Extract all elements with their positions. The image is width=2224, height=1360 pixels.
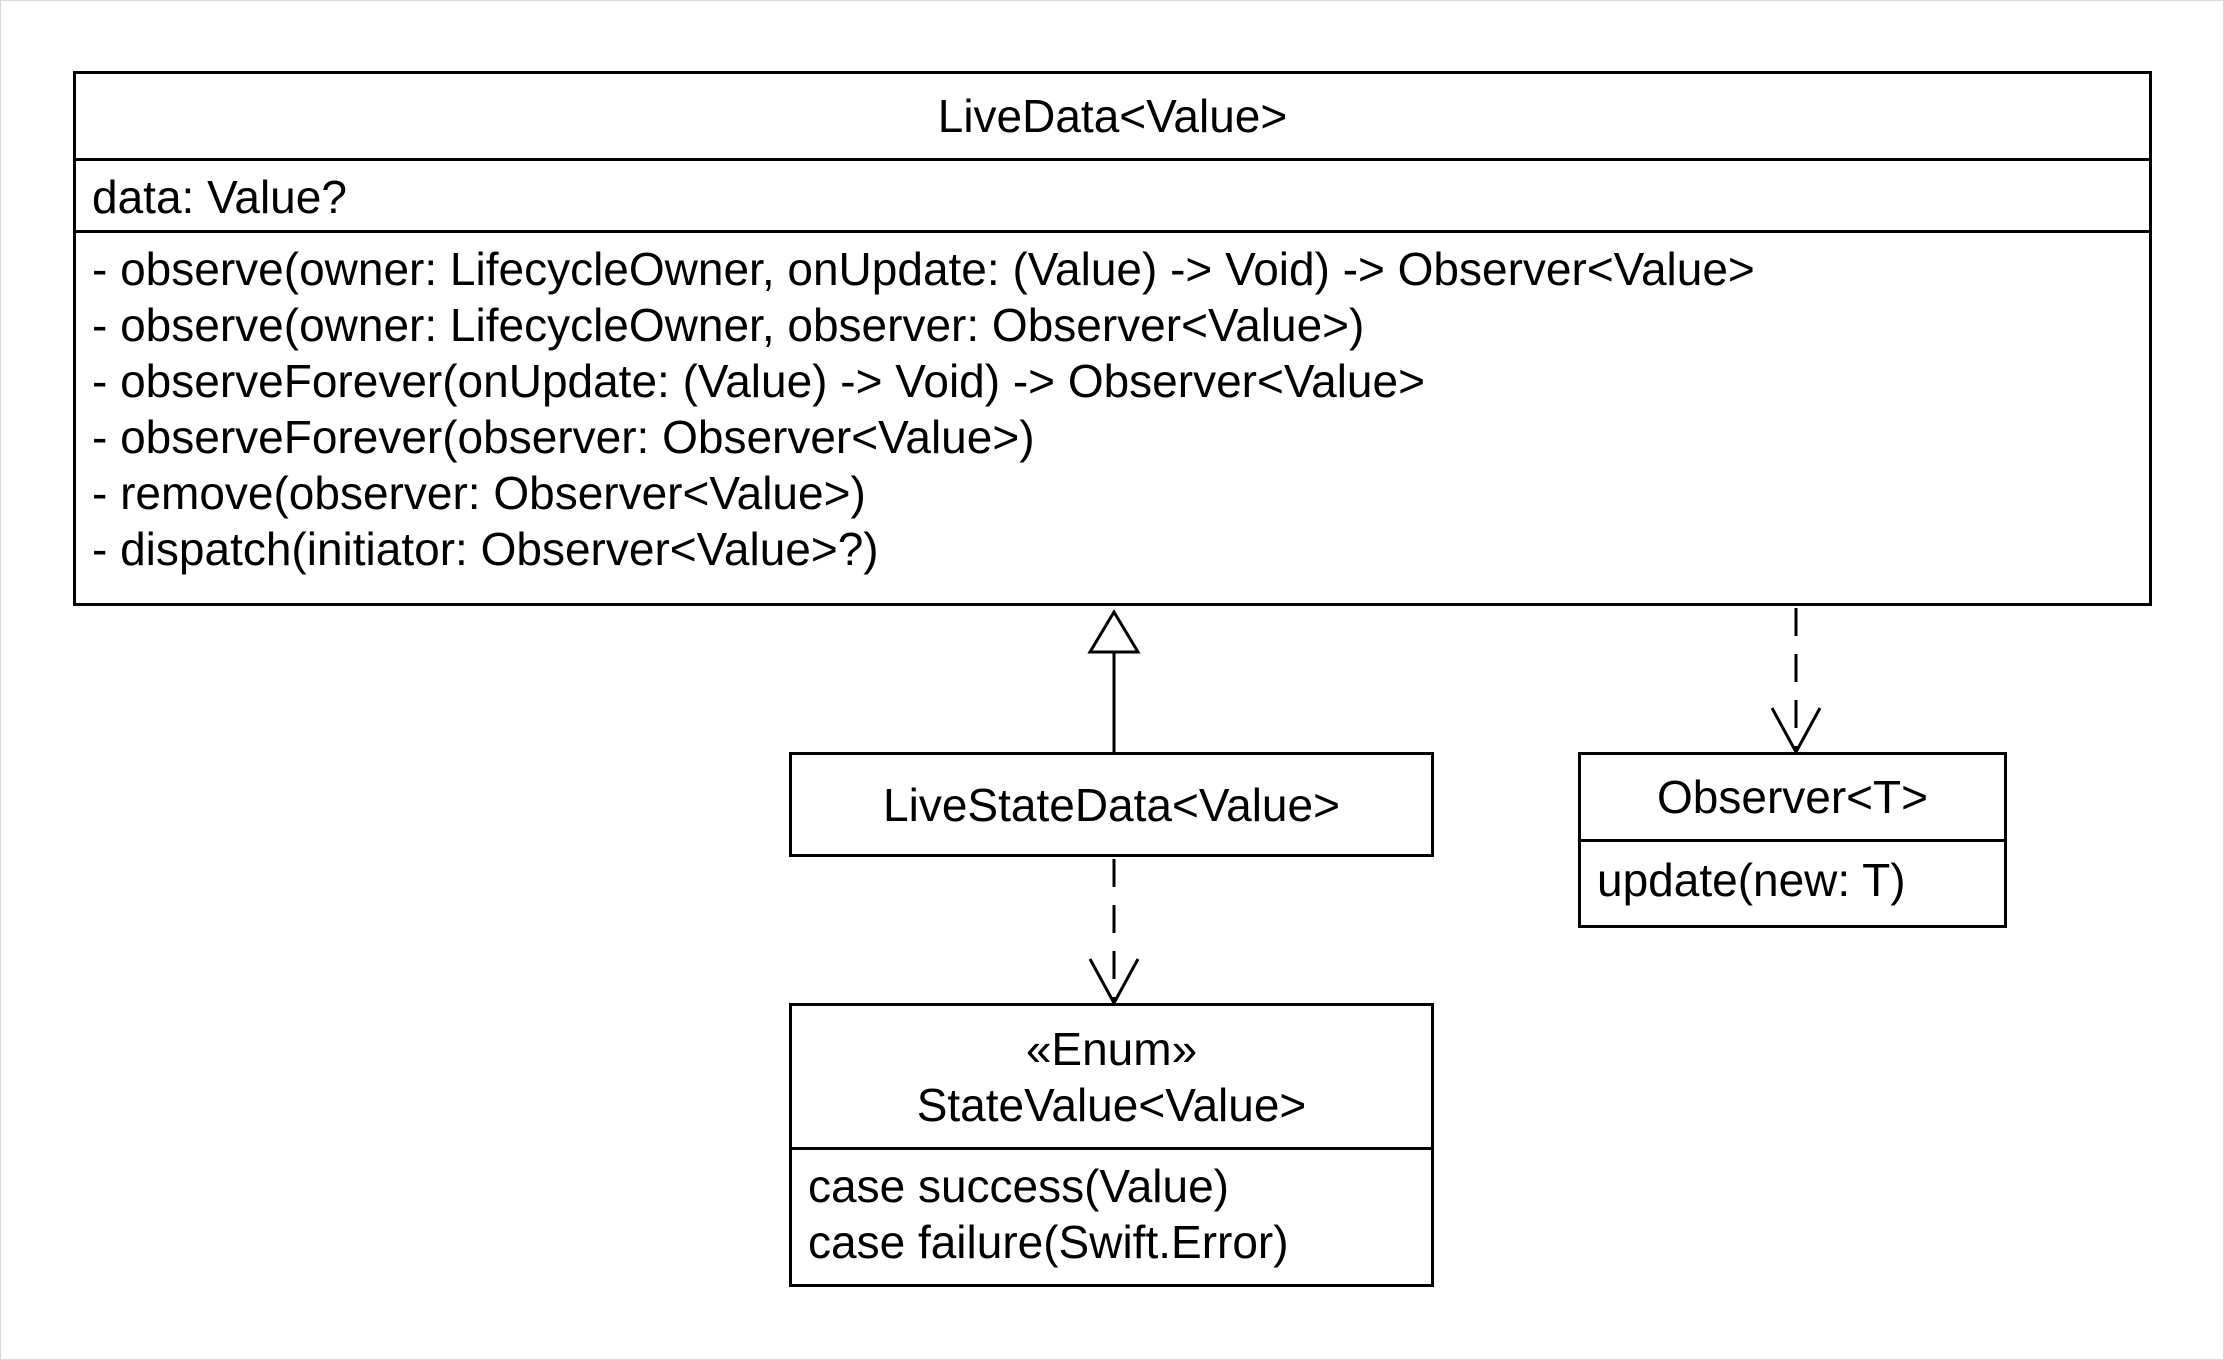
method-update: update(new: T) (1597, 854, 1906, 906)
case-failure: case failure(Swift.Error) (808, 1216, 1289, 1268)
class-livedata-methods: - observe(owner: LifecycleOwner, onUpdat… (76, 230, 2149, 577)
method-observe-onupdate: - observe(owner: LifecycleOwner, onUpdat… (92, 243, 1755, 295)
class-statevalue-header: «Enum» StateValue<Value> (792, 1006, 1431, 1147)
class-livestatedata-name: LiveStateData<Value> (883, 778, 1340, 831)
class-statevalue-name: StateValue<Value> (916, 1078, 1307, 1131)
case-success: case success(Value) (808, 1160, 1229, 1212)
method-dispatch: - dispatch(initiator: Observer<Value>?) (92, 523, 879, 575)
class-observer-methods: update(new: T) (1581, 839, 2004, 908)
class-observer-header: Observer<T> (1581, 755, 2004, 839)
method-observe-observer: - observe(owner: LifecycleOwner, observe… (92, 299, 1365, 351)
class-livestatedata-header: LiveStateData<Value> (792, 755, 1431, 854)
class-observer-name: Observer<T> (1657, 771, 1928, 823)
attribute-data: data: Value? (92, 171, 347, 223)
method-remove: - remove(observer: Observer<Value>) (92, 467, 866, 519)
class-statevalue[interactable]: «Enum» StateValue<Value> case success(Va… (789, 1003, 1434, 1287)
method-observeforever-observer: - observeForever(observer: Observer<Valu… (92, 411, 1035, 463)
class-observer[interactable]: Observer<T> update(new: T) (1578, 752, 2007, 928)
class-livedata-name: LiveData<Value> (937, 90, 1288, 142)
class-livedata-attributes: data: Value? (76, 158, 2149, 230)
class-livedata-header: LiveData<Value> (76, 74, 2149, 158)
class-statevalue-cases: case success(Value) case failure(Swift.E… (792, 1147, 1431, 1270)
method-observeforever-onupdate: - observeForever(onUpdate: (Value) -> Vo… (92, 355, 1425, 407)
class-livedata[interactable]: LiveData<Value> data: Value? - observe(o… (73, 71, 2152, 606)
class-statevalue-stereotype: «Enum» (1025, 1022, 1198, 1075)
class-livestatedata[interactable]: LiveStateData<Value> (789, 752, 1434, 857)
